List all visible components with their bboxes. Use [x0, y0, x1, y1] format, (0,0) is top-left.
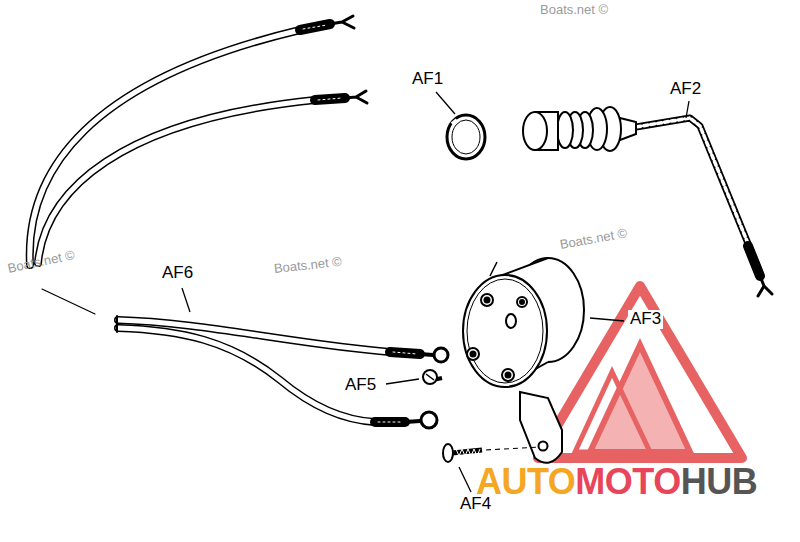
wires	[30, 16, 772, 428]
callout-number: AF2	[668, 80, 703, 99]
callout-number: AF6	[160, 264, 195, 283]
retaining-ring	[447, 115, 485, 159]
logo-text: HUB	[681, 462, 758, 502]
callout-number: AF5	[343, 376, 378, 395]
logo-text: AUTO	[476, 462, 575, 502]
watermark: Boats.net ©	[559, 226, 629, 252]
watermark: Boats.net ©	[540, 3, 608, 17]
leader-lines	[182, 92, 689, 492]
screws	[423, 370, 540, 462]
watermark: Boats.net ©	[273, 255, 342, 276]
bulb-socket	[523, 107, 636, 151]
logo-text: MOTO	[575, 462, 680, 502]
gauge	[463, 258, 584, 463]
callout-number: AF1	[410, 70, 445, 89]
callout-number: AF3	[628, 310, 663, 329]
